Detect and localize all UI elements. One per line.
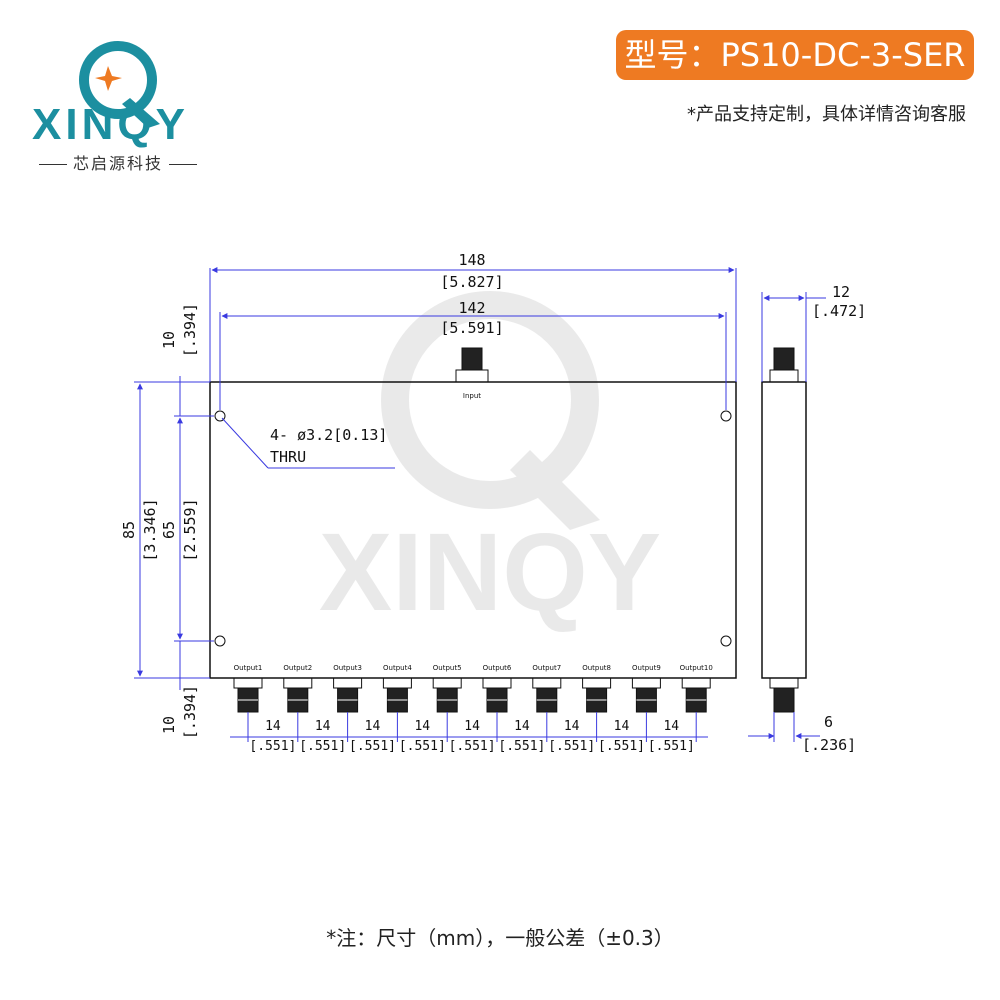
dim-side-conn-in: [.236]	[802, 736, 856, 754]
pitch-in: [.551]	[648, 739, 695, 754]
dim-bottom-offset-mm: 10	[160, 716, 178, 734]
pitch-mm: 14	[315, 719, 331, 734]
dim-holes-h-mm: 65	[160, 521, 178, 539]
pitch-in: [.551]	[548, 739, 595, 754]
output-label: Output4	[383, 664, 412, 672]
brand-subtitle: 芯启源科技	[30, 150, 206, 174]
output-label: Output6	[483, 664, 512, 672]
dim-holes-mm: 142	[458, 299, 485, 317]
brand-logo-icon	[79, 41, 160, 128]
output-label: Output8	[582, 664, 611, 672]
output-connector: Output10	[680, 664, 713, 713]
hole-callout: 4- ø3.2[0.13] THRU	[221, 417, 395, 469]
pitch-in: [.551]	[598, 739, 645, 754]
dim-top-offset-mm: 10	[160, 331, 178, 349]
dim-top-offset-in: [.394]	[181, 303, 199, 357]
height-dimensions: 85 [3.346] 65 [2.559] 10 [.394] 10 [.394…	[120, 303, 214, 739]
watermark: XINQY	[319, 291, 661, 634]
output-connector: Output8	[582, 664, 612, 713]
output-label: Output1	[234, 664, 263, 672]
input-label: Input	[463, 392, 481, 400]
output-label: Output9	[632, 664, 661, 672]
output-label: Output10	[680, 664, 713, 672]
pitch-mm: 14	[265, 719, 281, 734]
output-label: Output7	[532, 664, 561, 672]
mount-hole	[720, 635, 732, 647]
pitch-mm: 14	[663, 719, 679, 734]
dim-overall-mm: 148	[458, 251, 485, 269]
output-label: Output2	[283, 664, 312, 672]
mount-hole	[214, 410, 226, 422]
output-label: Output5	[433, 664, 462, 672]
dim-overall-in: [5.827]	[440, 273, 503, 291]
custom-note: *产品支持定制，具体详情咨询客服	[687, 104, 966, 125]
brand-name: XINQY	[32, 100, 189, 149]
output-connector: Output9	[631, 664, 661, 713]
output-connector: Output3	[333, 664, 363, 713]
dim-bottom-offset-in: [.394]	[181, 685, 199, 739]
pitch-mm: 14	[365, 719, 381, 734]
output-connector: Output5	[432, 664, 462, 713]
output-connector: Output2	[283, 664, 313, 713]
pitch-in: [.551]	[299, 739, 346, 754]
dim-height-mm: 85	[120, 521, 138, 539]
hole-callout-size: 4- ø3.2[0.13]	[270, 426, 387, 444]
output-label: Output3	[333, 664, 362, 672]
top-dimensions: 148 [5.827] 142 [5.591]	[209, 251, 737, 410]
dim-height-in: [3.346]	[141, 498, 159, 561]
model-badge: 型号：PS10-DC-3-SER	[616, 30, 974, 80]
svg-text:XINQY: XINQY	[319, 511, 661, 634]
pitch-mm: 14	[414, 719, 430, 734]
pitch-dimensions: 14 [.551] 14 [.551] 14 [.551] 14 [.551] 14 [.551]…	[230, 712, 708, 754]
pitch-in: [.551]	[349, 739, 396, 754]
footer-note: *注：尺寸（mm），一般公差（±0.3）	[326, 926, 674, 950]
dim-holes-in: [5.591]	[440, 319, 503, 337]
pitch-in: [.551]	[249, 739, 296, 754]
input-connector: Input	[455, 347, 489, 400]
pitch-mm: 14	[464, 719, 480, 734]
dim-side-width-in: [.472]	[812, 302, 866, 320]
pitch-in: [.551]	[498, 739, 545, 754]
pitch-mm: 14	[614, 719, 630, 734]
hole-callout-thru: THRU	[270, 448, 306, 466]
dim-holes-h-in: [2.559]	[181, 498, 199, 561]
output-connector: Output7	[532, 664, 562, 713]
output-connectors: Output1 Output2 Output3 Output4 Output5 Outpu…	[233, 664, 713, 713]
pitch-mm: 14	[564, 719, 580, 734]
pitch-mm: 14	[514, 719, 530, 734]
pitch-in: [.551]	[449, 739, 496, 754]
output-connector: Output6	[482, 664, 512, 713]
mount-hole	[214, 635, 226, 647]
output-connector: Output4	[382, 664, 412, 713]
pitch-in: [.551]	[399, 739, 446, 754]
dim-side-width-mm: 12	[832, 283, 850, 301]
dim-side-conn-mm: 6	[824, 713, 833, 731]
output-connector: Output1	[233, 664, 263, 713]
side-view: 12 [.472] 6 [.236]	[748, 283, 866, 754]
mount-hole	[720, 410, 732, 422]
